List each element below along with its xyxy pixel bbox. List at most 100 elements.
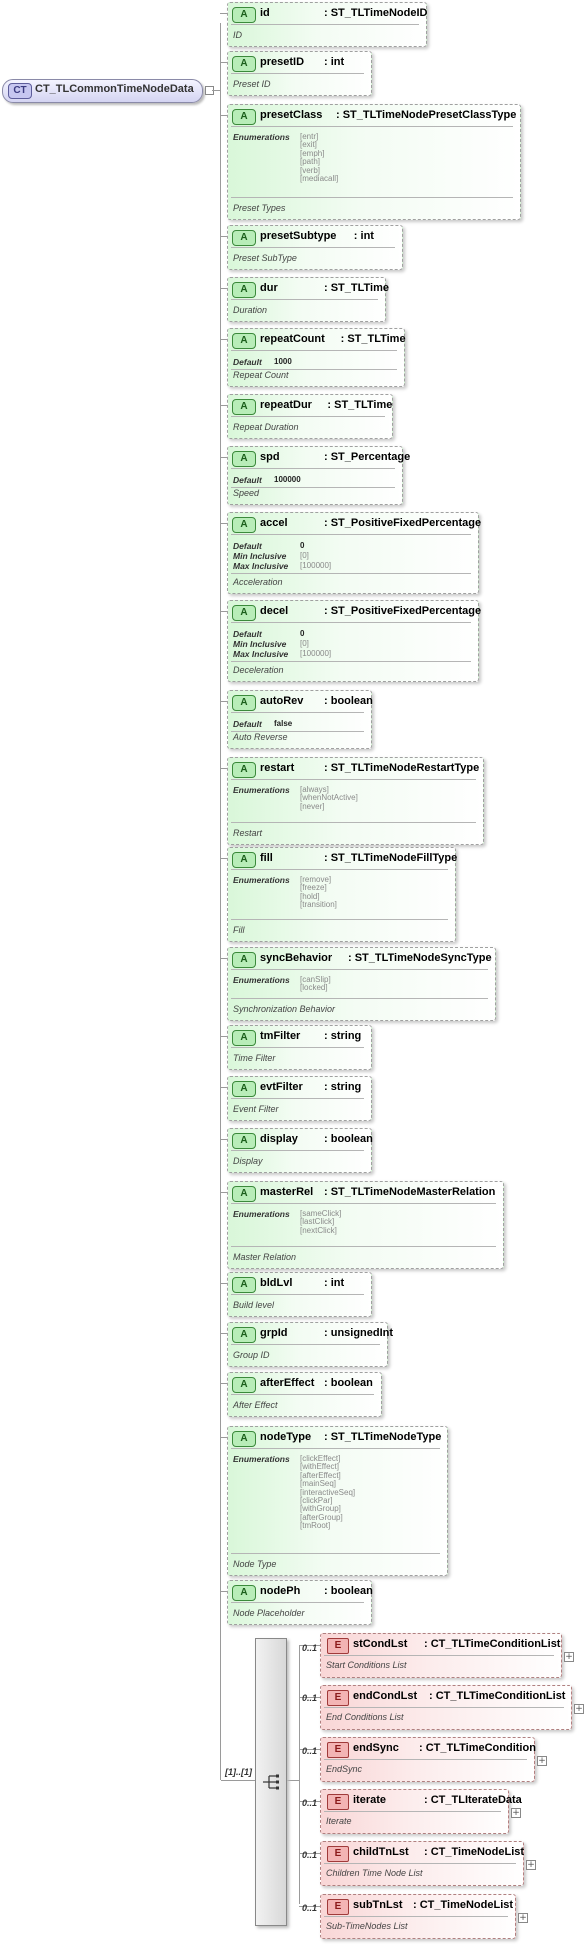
max-inclusive-value: [100000] — [300, 561, 332, 570]
attribute-icon: A — [232, 695, 256, 711]
separator-line — [231, 661, 471, 662]
attribute-icon: A — [232, 56, 256, 72]
enumerations-label: Enumerations — [233, 875, 290, 885]
attribute-documentation: Preset ID — [233, 79, 271, 89]
default-value: 100000 — [274, 475, 301, 484]
attribute-type: : ST_PositiveFixedPercentage — [324, 605, 482, 617]
attribute-name: bldLvl — [260, 1277, 293, 1289]
separator-line — [324, 1916, 508, 1917]
min-inclusive-label: Min Inclusive — [233, 551, 287, 561]
attribute-icon: A — [232, 1327, 256, 1343]
complex-type-root[interactable]: CT CT_TLCommonTimeNodeData — [2, 79, 203, 103]
element-type: : CT_TLIterateData — [424, 1794, 522, 1806]
attribute-type: : int — [324, 1277, 345, 1289]
attribute-name: decel — [260, 605, 289, 617]
expand-icon[interactable]: + — [564, 1652, 574, 1662]
expand-icon[interactable]: + — [511, 1808, 521, 1818]
attribute-documentation: Master Relation — [233, 1252, 297, 1262]
enumeration-value: [tmRoot] — [300, 1521, 331, 1531]
max-inclusive-value: [100000] — [300, 649, 332, 658]
enumeration-value: [nextClick] — [300, 1225, 337, 1235]
separator-line — [231, 731, 364, 732]
element-cardinality: 0..1 — [302, 1746, 318, 1756]
default-label: Default — [233, 357, 262, 367]
element-icon: E — [327, 1899, 349, 1915]
attribute-type: : ST_TLTime — [324, 282, 389, 294]
separator-line — [231, 1150, 364, 1151]
attribute-documentation: Auto Reverse — [233, 732, 288, 742]
enumeration-value: [verb] — [300, 165, 321, 175]
separator-line — [231, 869, 448, 870]
attribute-icon: A — [232, 762, 256, 778]
connector-line — [299, 1646, 300, 1904]
min-inclusive-value: [0] — [300, 551, 309, 560]
separator-line — [231, 369, 397, 370]
expand-icon[interactable]: + — [526, 1860, 536, 1870]
connector-line — [299, 1801, 320, 1802]
attribute-type: : ST_TLTimeNodeID — [324, 7, 428, 19]
separator-line — [231, 468, 395, 469]
enumeration-value: [mainSeq] — [300, 1479, 337, 1489]
element-type: : CT_TimeNodeList — [413, 1899, 514, 1911]
sequence-compositor[interactable] — [255, 1638, 287, 1926]
expand-icon[interactable]: + — [537, 1756, 547, 1766]
attribute-icon: A — [232, 7, 256, 23]
expand-icon[interactable]: + — [574, 1704, 584, 1714]
attribute-documentation: Time Filter — [233, 1053, 276, 1063]
enumeration-value: [clickPar] — [300, 1496, 333, 1505]
attribute-type: : ST_Percentage — [324, 451, 411, 463]
separator-line — [231, 779, 476, 780]
element-type: : CT_TLTimeConditionList — [424, 1638, 561, 1650]
connector-line — [220, 288, 227, 289]
min-inclusive-label: Min Inclusive — [233, 639, 287, 649]
element-documentation: Iterate — [326, 1816, 352, 1826]
connector-line — [220, 1192, 227, 1193]
separator-line — [231, 247, 395, 248]
max-inclusive-label: Max Inclusive — [233, 649, 289, 659]
expand-icon[interactable]: + — [518, 1913, 528, 1923]
attribute-name: presetSubtype — [260, 230, 337, 242]
enumeration-value: [afterEffect] — [300, 1470, 341, 1480]
separator-line — [231, 622, 471, 623]
connector-line — [299, 1906, 320, 1907]
separator-line — [231, 487, 395, 488]
separator-line — [231, 299, 378, 300]
attribute-icon: A — [232, 282, 256, 298]
default-value: 1000 — [274, 357, 292, 366]
element-documentation: Start Conditions List — [326, 1660, 407, 1670]
enumeration-value: [withGroup] — [300, 1504, 341, 1514]
element-name: iterate — [353, 1794, 387, 1806]
separator-line — [231, 919, 448, 920]
attribute-documentation: Group ID — [233, 1350, 270, 1360]
attribute-type: : ST_TLTimeNodeSyncType — [348, 952, 492, 964]
